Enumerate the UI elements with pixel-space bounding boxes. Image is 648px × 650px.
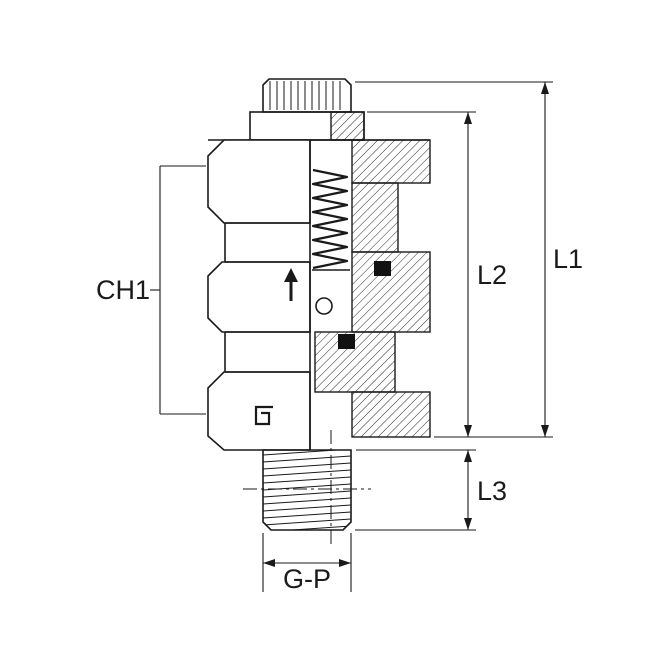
dim-l2-arrows <box>464 112 472 437</box>
dim-l1 <box>355 81 553 438</box>
dim-l1-arrows <box>541 82 549 437</box>
dim-label-gp: G-P <box>283 564 331 594</box>
dim-ch1 <box>150 165 206 415</box>
valve-spring <box>311 168 350 271</box>
dim-l2 <box>367 111 476 437</box>
dim-gp-arrows <box>263 559 351 567</box>
dim-l3 <box>355 449 476 531</box>
flow-arrow-icon <box>284 268 298 301</box>
bottom-thread-stub <box>262 449 352 531</box>
hex-body <box>207 139 311 451</box>
seal-rings <box>338 261 391 349</box>
dim-label-l3: L3 <box>477 476 507 506</box>
top-collar <box>208 111 430 141</box>
poppet-ball <box>315 297 333 315</box>
dim-label-l2: L2 <box>477 260 507 290</box>
dim-gp <box>262 533 352 592</box>
dim-label-ch1: CH1 <box>96 275 150 305</box>
dim-l3-arrows <box>464 450 472 530</box>
seal-upper <box>374 261 391 276</box>
retaining-clip-icon <box>254 405 273 426</box>
top-thread-stub <box>262 78 352 113</box>
seal-lower <box>338 334 355 349</box>
cross-section-hatching <box>314 111 431 438</box>
dim-label-l1: L1 <box>553 244 583 274</box>
